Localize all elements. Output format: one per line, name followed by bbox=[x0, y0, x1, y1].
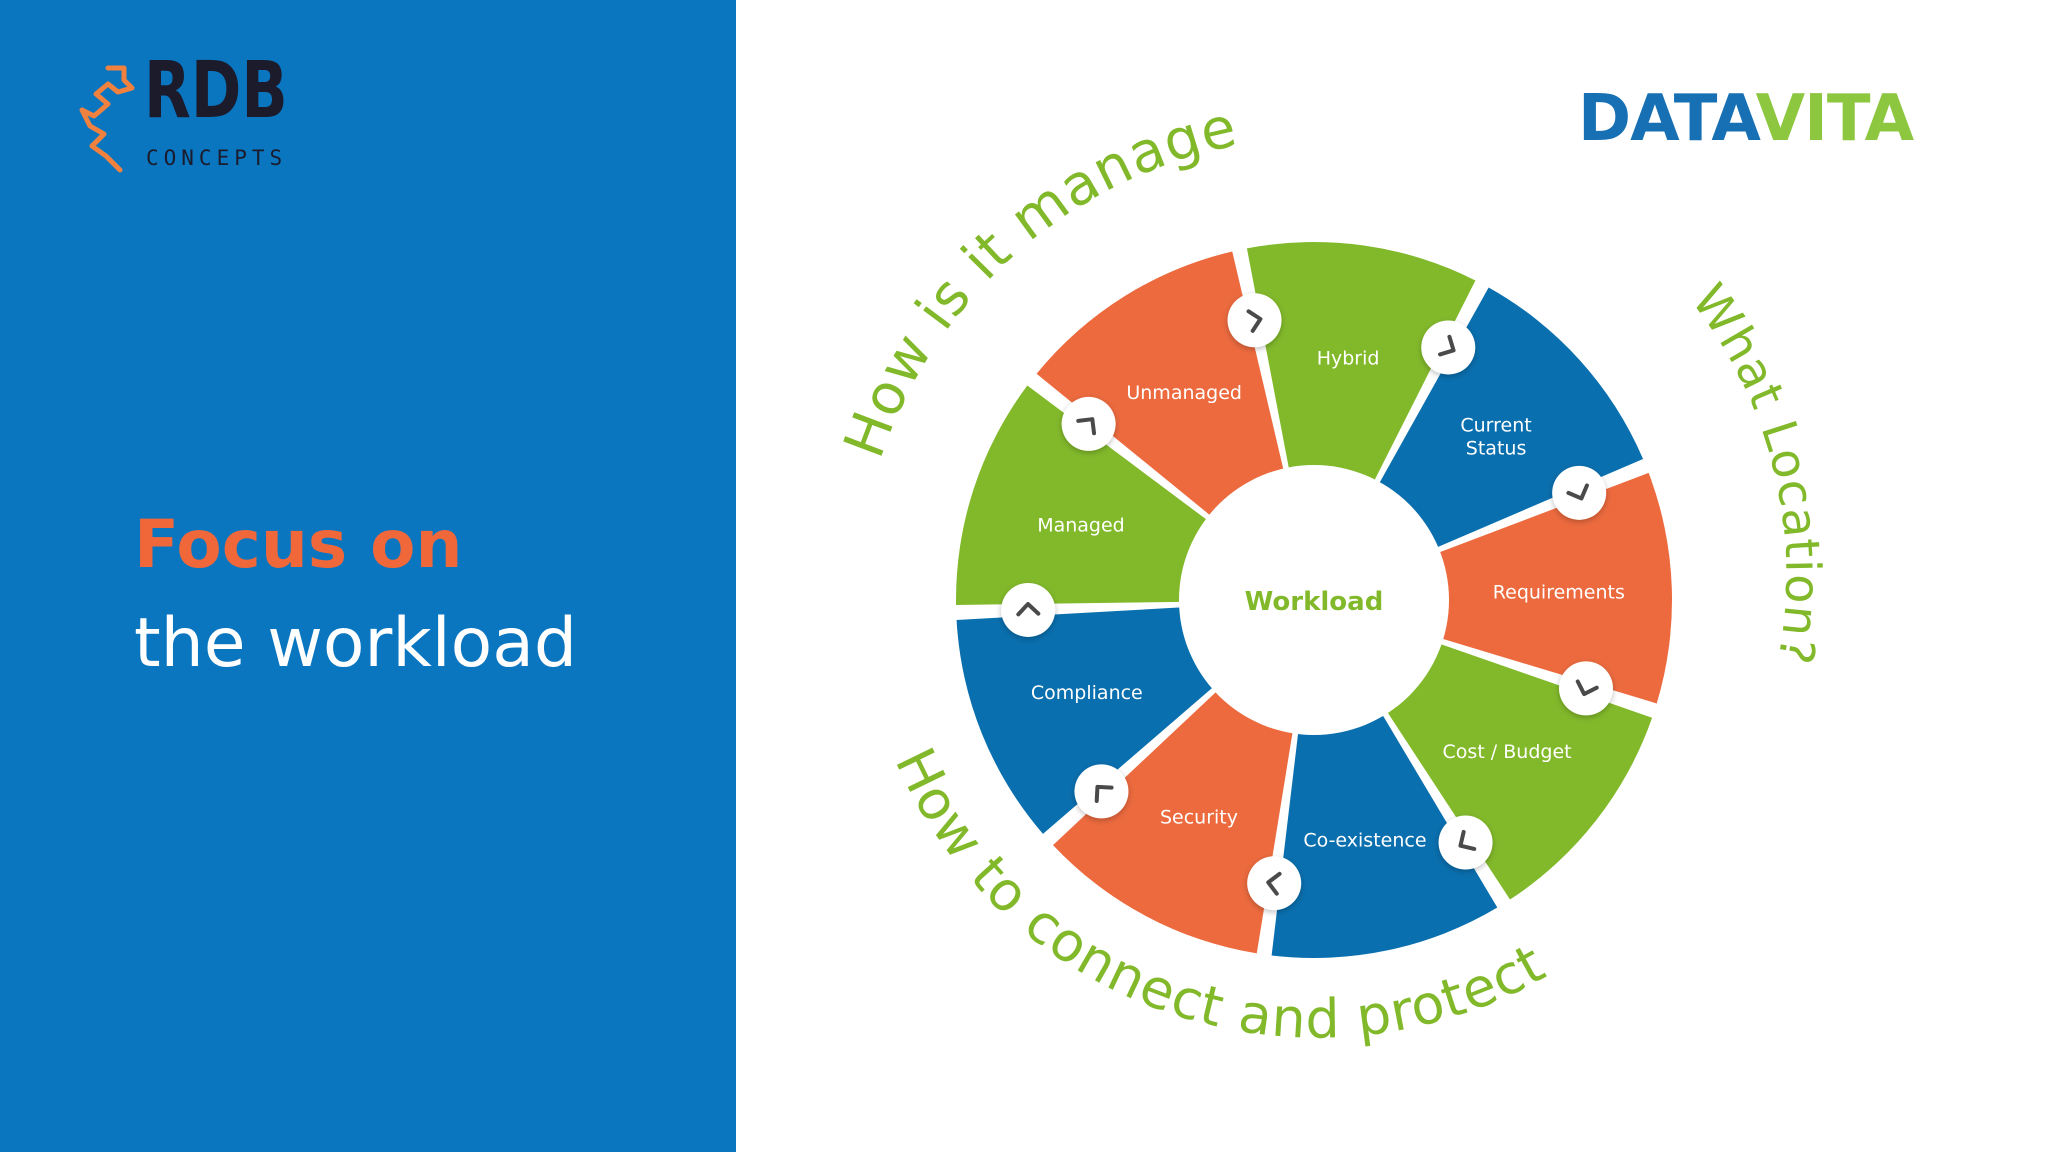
arc-label-top-left: How is it managed bbox=[0, 0, 1243, 466]
segment-label-line: Co-existence bbox=[1303, 830, 1426, 852]
segment-label-line: Cost / Budget bbox=[1443, 741, 1572, 763]
headline-line-2: the workload bbox=[134, 604, 578, 683]
segment-security bbox=[1053, 683, 1295, 954]
chevron-badge-disc bbox=[1552, 465, 1607, 520]
segment-label-line: Hybrid bbox=[1317, 347, 1380, 369]
datavita-logo: DATAVITA bbox=[1578, 84, 1970, 154]
chevron-stroke bbox=[1094, 784, 1114, 804]
rdb-wordmark: RDB bbox=[144, 46, 288, 136]
segment-co-existence bbox=[1271, 704, 1498, 958]
puzzle-piece-icon bbox=[79, 65, 135, 173]
wheel-center-label: Workload bbox=[1245, 587, 1384, 617]
chevron-badge-icon bbox=[1421, 320, 1476, 375]
segment-label-line: Current bbox=[1460, 415, 1531, 437]
chevron-badge-disc bbox=[1559, 661, 1614, 716]
chevron-badge-disc bbox=[1001, 582, 1056, 637]
wheel-segments bbox=[956, 241, 1672, 958]
chevron-badge-icon bbox=[1552, 465, 1607, 520]
rdb-subtitle: CONCEPTS bbox=[146, 146, 288, 170]
segment-label: Compliance bbox=[1031, 682, 1143, 704]
chevron-stroke bbox=[1566, 483, 1589, 501]
segment-unmanaged bbox=[1036, 251, 1287, 523]
left-panel: RDB CONCEPTS Focus on the workload bbox=[0, 0, 736, 1152]
segment-managed bbox=[956, 385, 1217, 605]
segment-label-line: Security bbox=[1160, 806, 1238, 828]
datavita-logo-data: DATA bbox=[1578, 82, 1757, 156]
segment-label: Security bbox=[1160, 806, 1238, 828]
chevron-badge-disc bbox=[1074, 764, 1129, 819]
chevron-stroke bbox=[1266, 871, 1282, 896]
chevron-badge-icon bbox=[1074, 764, 1129, 819]
segment-label-line: Compliance bbox=[1031, 682, 1143, 704]
segment-label: Co-existence bbox=[1303, 830, 1426, 852]
datavita-logo-vita: VITA bbox=[1755, 82, 1915, 156]
chevron-stroke bbox=[1016, 601, 1041, 617]
chevron-stroke bbox=[1246, 309, 1263, 333]
chevron-badge-disc bbox=[1227, 293, 1282, 348]
segment-compliance bbox=[956, 606, 1222, 834]
chevron-badge-icon bbox=[1001, 582, 1056, 637]
segment-label-line: Requirements bbox=[1493, 581, 1625, 603]
segment-label: Hybrid bbox=[1317, 347, 1380, 369]
chevron-badge-icon bbox=[1247, 856, 1302, 911]
segment-label-line: Unmanaged bbox=[1126, 382, 1242, 404]
chevron-stroke bbox=[1575, 679, 1599, 697]
wheel-center-disc bbox=[1179, 465, 1449, 735]
segment-label: Cost / Budget bbox=[1443, 741, 1572, 763]
segment-label-line: Status bbox=[1466, 438, 1527, 460]
chevron-badge-disc bbox=[1421, 320, 1476, 375]
segment-label: Requirements bbox=[1493, 581, 1625, 603]
wheel-arrow-badges bbox=[1001, 293, 1614, 911]
arc-label-top-left-text: How is it managed bbox=[0, 0, 1242, 466]
chevron-stroke bbox=[1438, 334, 1456, 357]
chevron-badge-icon bbox=[1061, 396, 1116, 451]
segment-requirements bbox=[1428, 472, 1672, 704]
segment-hybrid bbox=[1246, 241, 1476, 492]
segment-label: Managed bbox=[1037, 514, 1125, 536]
chevron-badge-icon bbox=[1559, 661, 1614, 716]
chevron-badge-disc bbox=[1061, 396, 1116, 451]
headline-line-1: Focus on bbox=[134, 506, 463, 583]
chevron-stroke bbox=[1076, 417, 1097, 436]
chevron-badge-icon bbox=[1227, 293, 1282, 348]
chevron-badge-icon bbox=[1438, 815, 1493, 870]
segment-label: Unmanaged bbox=[1126, 382, 1242, 404]
rdb-concepts-logo: RDB CONCEPTS bbox=[78, 52, 288, 176]
chevron-badge-disc bbox=[1247, 856, 1302, 911]
arc-label-right-text: What Location? bbox=[1681, 274, 1830, 669]
chevron-stroke bbox=[1458, 829, 1477, 851]
segment-label-line: Managed bbox=[1037, 514, 1125, 536]
arc-label-right: What Location? bbox=[1681, 274, 1831, 669]
chevron-badge-disc bbox=[1438, 815, 1493, 870]
